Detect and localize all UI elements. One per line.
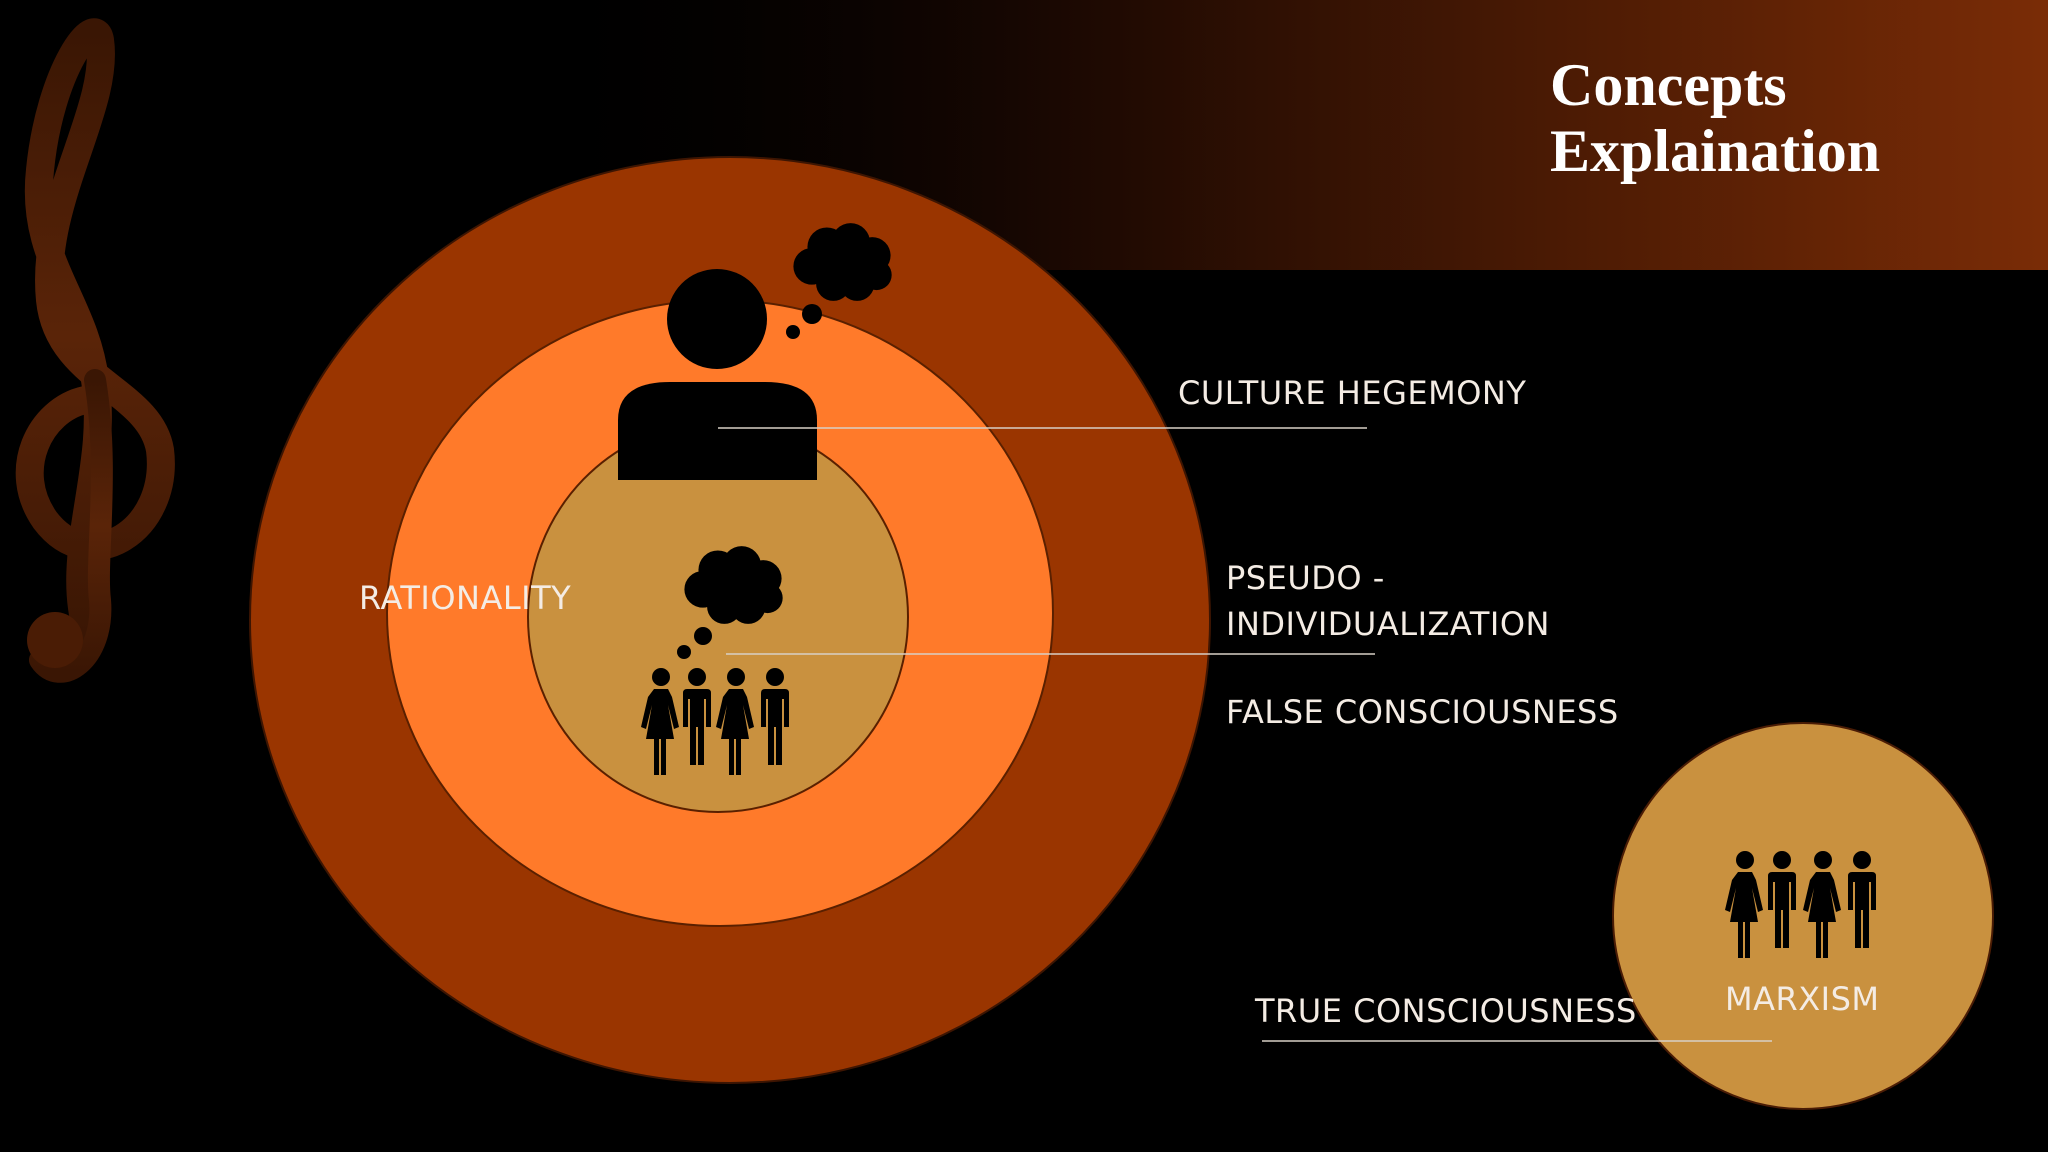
false-consciousness-label: FALSE CONSCIOUSNESS [1226,693,1619,731]
page-title: Concepts Explaination [1550,52,1880,184]
pseudo-label-line-2: INDIVIDUALIZATION [1226,605,1550,643]
person-icon [618,269,817,480]
pseudo-label-line-1: PSEUDO - [1226,559,1385,597]
title-line-1: Concepts [1550,52,1787,118]
true-consciousness-label: TRUE CONSCIOUSNESS [1255,992,1637,1030]
pseudo-individualization-label: PSEUDO - INDIVIDUALIZATION [1226,555,1550,647]
marxism-label: MARXISM [1725,980,1880,1018]
culture-hegemony-label: CULTURE HEGEMONY [1178,374,1527,412]
title-line-2: Explaination [1550,118,1881,184]
rationality-label: RATIONALITY [359,579,572,617]
treble-clef-icon [15,18,175,683]
thought-bubble-icon [786,223,892,339]
thought-bubble-icon [677,546,783,659]
marxism-circle [1612,722,1994,1110]
